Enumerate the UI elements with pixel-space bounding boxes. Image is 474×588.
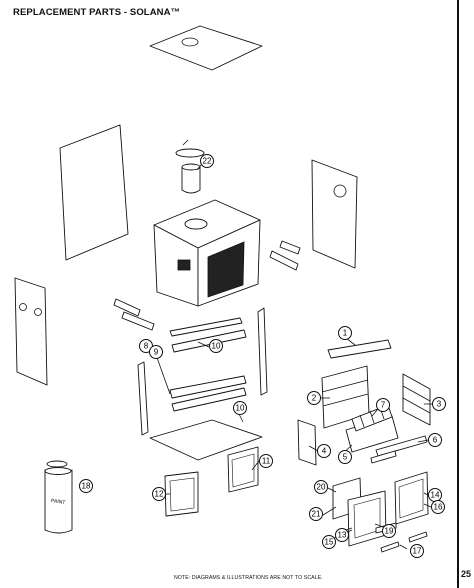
scale-note: NOTE: DIAGRAMS & ILLUSTRATIONS ARE NOT T…	[174, 575, 323, 581]
leg-panels	[164, 446, 259, 517]
svg-text:7: 7	[381, 401, 386, 410]
flue-collar	[175, 139, 205, 194]
callout-12: 12	[152, 487, 166, 501]
callout-9: 9	[149, 345, 163, 359]
svg-text:20: 20	[317, 483, 326, 492]
svg-text:18: 18	[82, 482, 91, 491]
svg-text:3: 3	[437, 400, 442, 409]
left-side-panel	[59, 124, 129, 261]
page-side-rule	[457, 0, 459, 588]
callout-5: 5	[338, 450, 352, 464]
svg-text:22: 22	[203, 157, 212, 166]
right-side-panel	[311, 159, 358, 269]
svg-text:14: 14	[431, 491, 440, 500]
callout-4: 4	[317, 444, 331, 458]
callout-17: 17	[410, 544, 424, 558]
svg-text:9: 9	[154, 348, 159, 357]
svg-text:8: 8	[144, 342, 149, 351]
svg-text:21: 21	[312, 510, 321, 519]
door-assembly	[332, 471, 429, 547]
svg-text:10: 10	[212, 342, 221, 351]
callout-1: 1	[338, 326, 352, 340]
ash-strip	[370, 435, 428, 464]
top-plate	[149, 25, 263, 71]
air-channels	[169, 317, 247, 412]
door-handle	[380, 531, 428, 553]
callout-10-upper: 10	[209, 339, 223, 353]
callout-10-lower: 10	[233, 401, 247, 415]
side-brackets	[113, 240, 301, 331]
stove-body	[153, 199, 261, 307]
rear-panel	[14, 277, 48, 386]
svg-text:6: 6	[433, 436, 438, 445]
callout-19: 19	[382, 524, 396, 538]
callout-6: 6	[428, 433, 442, 447]
callout-7: 7	[376, 398, 390, 412]
svg-text:11: 11	[262, 457, 271, 466]
callout-22: 22	[200, 154, 214, 168]
paint-can-label: PAINT	[51, 498, 66, 506]
vertical-strips	[137, 307, 268, 436]
firebricks	[297, 339, 431, 466]
svg-text:2: 2	[312, 394, 317, 403]
svg-text:1: 1	[343, 329, 348, 338]
paint-can: PAINT	[44, 460, 73, 534]
svg-text:4: 4	[322, 447, 327, 456]
callout-15: 15	[322, 535, 336, 549]
callout-14: 14	[428, 488, 442, 502]
callout-13: 13	[335, 528, 349, 542]
svg-text:19: 19	[385, 527, 394, 536]
svg-text:5: 5	[343, 453, 348, 462]
svg-text:15: 15	[325, 538, 334, 547]
callout-18: 18	[79, 479, 93, 493]
bottom-plate	[149, 419, 263, 461]
svg-text:10: 10	[236, 404, 245, 413]
callout-21: 21	[309, 507, 323, 521]
callout-3: 3	[432, 397, 446, 411]
svg-text:16: 16	[434, 503, 443, 512]
callout-11: 11	[259, 454, 273, 468]
page-number: 25	[461, 569, 472, 579]
svg-text:17: 17	[413, 547, 422, 556]
svg-text:13: 13	[338, 531, 347, 540]
page-title: REPLACEMENT PARTS - SOLANA™	[13, 7, 181, 18]
callout-20: 20	[314, 480, 328, 494]
svg-text:12: 12	[155, 490, 164, 499]
callout-16: 16	[431, 500, 445, 514]
callout-2: 2	[307, 391, 321, 405]
